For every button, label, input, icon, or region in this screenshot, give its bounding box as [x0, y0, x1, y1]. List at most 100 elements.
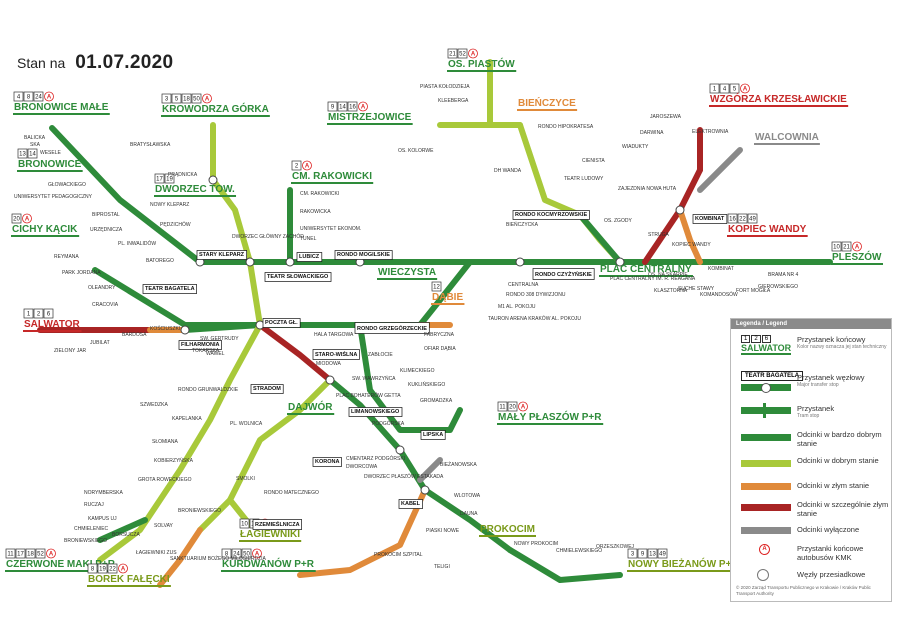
station-label: DWORCOWA [346, 464, 378, 470]
line-number: 52 [459, 52, 466, 58]
line-number: 2 [37, 312, 41, 318]
line-number: 18 [27, 552, 34, 558]
terminal-name: KOPIEC WANDY [728, 224, 807, 235]
terminal-name: BRONOWICE [18, 159, 82, 170]
line-number: 11 [499, 405, 506, 411]
svg-text:RONDO MOGILSKIE: RONDO MOGILSKIE [337, 252, 390, 258]
station-label: SW. GERTRUDY [200, 336, 239, 342]
station-label: WESELE [40, 150, 62, 156]
bus-icon [22, 213, 32, 224]
track-walcownia [697, 147, 743, 193]
line-number: 10 [241, 522, 248, 528]
terminal-name: SALWATOR [24, 319, 81, 330]
station-label: KLASZTORNA [654, 288, 688, 294]
terminal-name: WZGÓRZA KRZESŁAWICKIE [710, 92, 847, 105]
station-label: PODGÓRSKA [372, 420, 405, 427]
line-number: 14 [339, 105, 346, 111]
station-label: BALICKA [24, 135, 46, 141]
station-label: FABRYCZNA [424, 332, 455, 338]
station-label: RONDO MATECZNEGO [264, 490, 319, 496]
svg-text:LIMANOWSKIEGO: LIMANOWSKIEGO [351, 409, 400, 415]
legend-title: Legenda [736, 321, 761, 327]
svg-text:TEATR SŁOWACKIEGO: TEATR SŁOWACKIEGO [267, 274, 329, 280]
line-number: 49 [659, 552, 666, 558]
station-label: BIEŻANOWSKA [440, 461, 477, 468]
terminal-name: KURDWANÓW P+R [222, 557, 315, 570]
station-label: GROMADZKA [420, 398, 453, 404]
station-label: GIEROWSKIEGO [758, 284, 798, 290]
station-label: MIODOWA [316, 361, 341, 367]
terminal-name: MAŁY PŁASZÓW P+R [498, 410, 602, 423]
terminal-wieczysta: WIECZYSTA [377, 267, 438, 280]
station-label: BARDOSA [122, 332, 147, 338]
station-label: M1 AL. POKOJU [498, 304, 536, 310]
station-label: WLOTOWA [454, 493, 481, 499]
station-label: KOMANDOSÓW [700, 291, 738, 298]
line-number: 49 [749, 217, 756, 223]
station-label: PLAC CENTRALNY IM. R. REAGANA [610, 276, 696, 282]
line-number: 9 [331, 105, 335, 111]
svg-text:A: A [305, 164, 310, 170]
svg-text:A: A [121, 567, 126, 573]
transfer-box: POCZTA GŁ. [262, 318, 301, 328]
svg-text:A: A [361, 105, 366, 111]
station-label: REYMANA [54, 254, 79, 260]
svg-text:KOMBINAT: KOMBINAT [695, 216, 725, 222]
station-label: PL. WOLNICA [230, 421, 263, 427]
station-label: CRACOVIA [92, 302, 119, 308]
station-label: WAWEL [206, 351, 225, 357]
line-number: 3 [631, 552, 635, 558]
station-label: RONDO 308 DYWIZJONU [506, 292, 566, 298]
station-label: NOWY PROKOCIM [514, 541, 558, 547]
bus-icon [740, 83, 750, 94]
transfer-box: RONDO GRZEGÓRZECKIE [354, 322, 430, 334]
station-label: BIEŃCZYCKA [506, 221, 539, 228]
terminal-name: CZERWONE MAKI P+R [6, 559, 116, 570]
legend-good: Odcinki w dobrym stanie [739, 455, 889, 473]
line-number: 19 [166, 177, 173, 183]
station-label: FORT MOGIŁA [736, 288, 771, 294]
transfer-box: RONDO MOGILSKIE [334, 250, 393, 260]
station-label: CMENTARZ PODGÓRSKI [346, 455, 405, 462]
terminal-name: KROWODRZA GÓRKA [162, 102, 269, 115]
station-label: KAPELANKA [172, 416, 202, 422]
terminal-name: CM. RAKOWICKI [292, 171, 372, 182]
line-number: 4 [723, 87, 727, 93]
line-number: 17 [17, 552, 24, 558]
station-label: SUCHE STAWY [678, 286, 715, 292]
station-label: BATOREGO [146, 258, 174, 264]
hub-node [208, 175, 218, 185]
line-number: 2 [295, 164, 299, 170]
bus-icon [202, 93, 212, 104]
track-korona [197, 377, 333, 533]
line-number: 8 [91, 567, 95, 573]
legend-closed: Odcinki wyłączone [739, 525, 889, 537]
svg-text:A: A [743, 87, 748, 93]
hub-node [325, 375, 335, 385]
station-label: KOBIERZYŃSKA [154, 457, 194, 464]
terminal-name: DĄBIE [432, 292, 463, 303]
line-number: 22 [739, 217, 746, 223]
svg-text:A: A [255, 552, 260, 558]
station-label: GROTA ROWECKIEGO [138, 477, 192, 483]
station-label: OS. ZGODY [604, 218, 632, 224]
station-label: TELIGI [434, 564, 450, 570]
terminal-name: BIEŃCZYCE [518, 96, 576, 109]
terminal-name: DWORZEC TOW. [155, 184, 235, 195]
copyright: © 2020 Zarząd Transportu Publicznego w K… [736, 585, 871, 596]
station-label: BORSUCZA [112, 532, 140, 538]
track-borek [157, 527, 203, 588]
svg-text:KABEL: KABEL [401, 501, 421, 507]
terminal-name: BRONOWICE MAŁE [14, 102, 109, 113]
bus-icon: A [759, 544, 770, 555]
